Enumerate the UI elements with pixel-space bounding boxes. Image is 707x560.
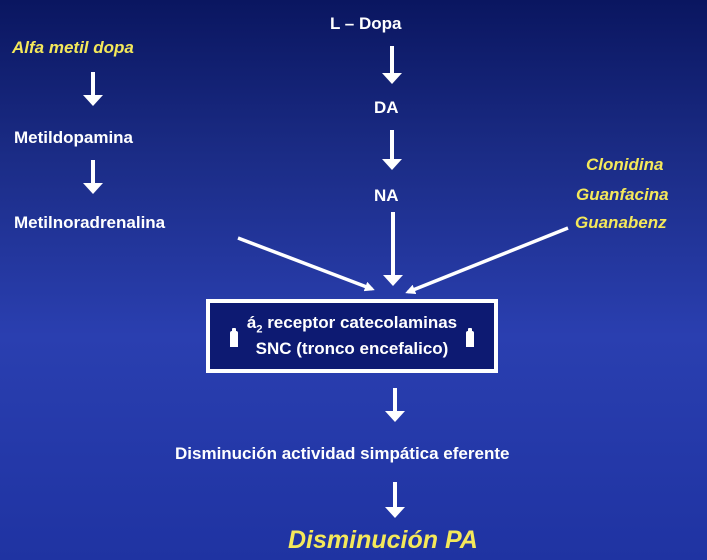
effect-text: Disminución actividad simpática eferente (175, 444, 510, 463)
bracket-marker-icon (466, 328, 474, 347)
arrow-down-icon (382, 130, 402, 170)
result-text: Disminución PA (288, 526, 478, 554)
arrow-right-diagonal (405, 226, 569, 295)
label-l-dopa: L – Dopa (330, 14, 402, 33)
arrow-down-icon (382, 46, 402, 84)
bracket-marker-icon (230, 328, 238, 347)
receptor-line2: SNC (tronco encefalico) (255, 339, 449, 358)
drug-clonidina: Clonidina (586, 155, 664, 174)
arrow-down-icon (83, 160, 103, 194)
drug-alfa-metil-dopa: Alfa metil dopa (12, 38, 134, 57)
receptor-box: á2 receptor catecolaminas SNC (tronco en… (206, 299, 498, 373)
label-da: DA (374, 98, 399, 117)
label-metilnoradrenalina: Metilnoradrenalina (14, 213, 166, 232)
label-na: NA (374, 186, 399, 205)
receptor-line1: á2 receptor catecolaminas (246, 313, 458, 336)
arrow-down-icon (383, 212, 403, 286)
arrow-down-icon (83, 72, 103, 106)
label-metildopamina: Metildopamina (14, 128, 134, 147)
drug-guanfacina: Guanfacina (576, 185, 669, 204)
arrow-left-diagonal (237, 236, 375, 292)
arrow-down-icon (385, 482, 405, 518)
drug-guanabenz: Guanabenz (575, 213, 667, 232)
arrow-down-icon (385, 388, 405, 422)
